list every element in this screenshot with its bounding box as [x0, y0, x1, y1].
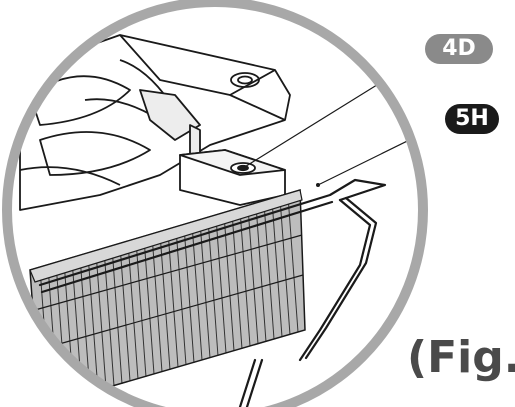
zoom-ring — [2, 0, 428, 407]
callout-badge-5h: 5H — [445, 104, 499, 134]
leader-dot — [316, 183, 320, 187]
fan-icon — [19, 34, 291, 211]
figure-caption: (Fig. — [407, 332, 515, 383]
clip-icon — [38, 178, 387, 407]
callout-badge-4d: 4D — [425, 34, 493, 64]
